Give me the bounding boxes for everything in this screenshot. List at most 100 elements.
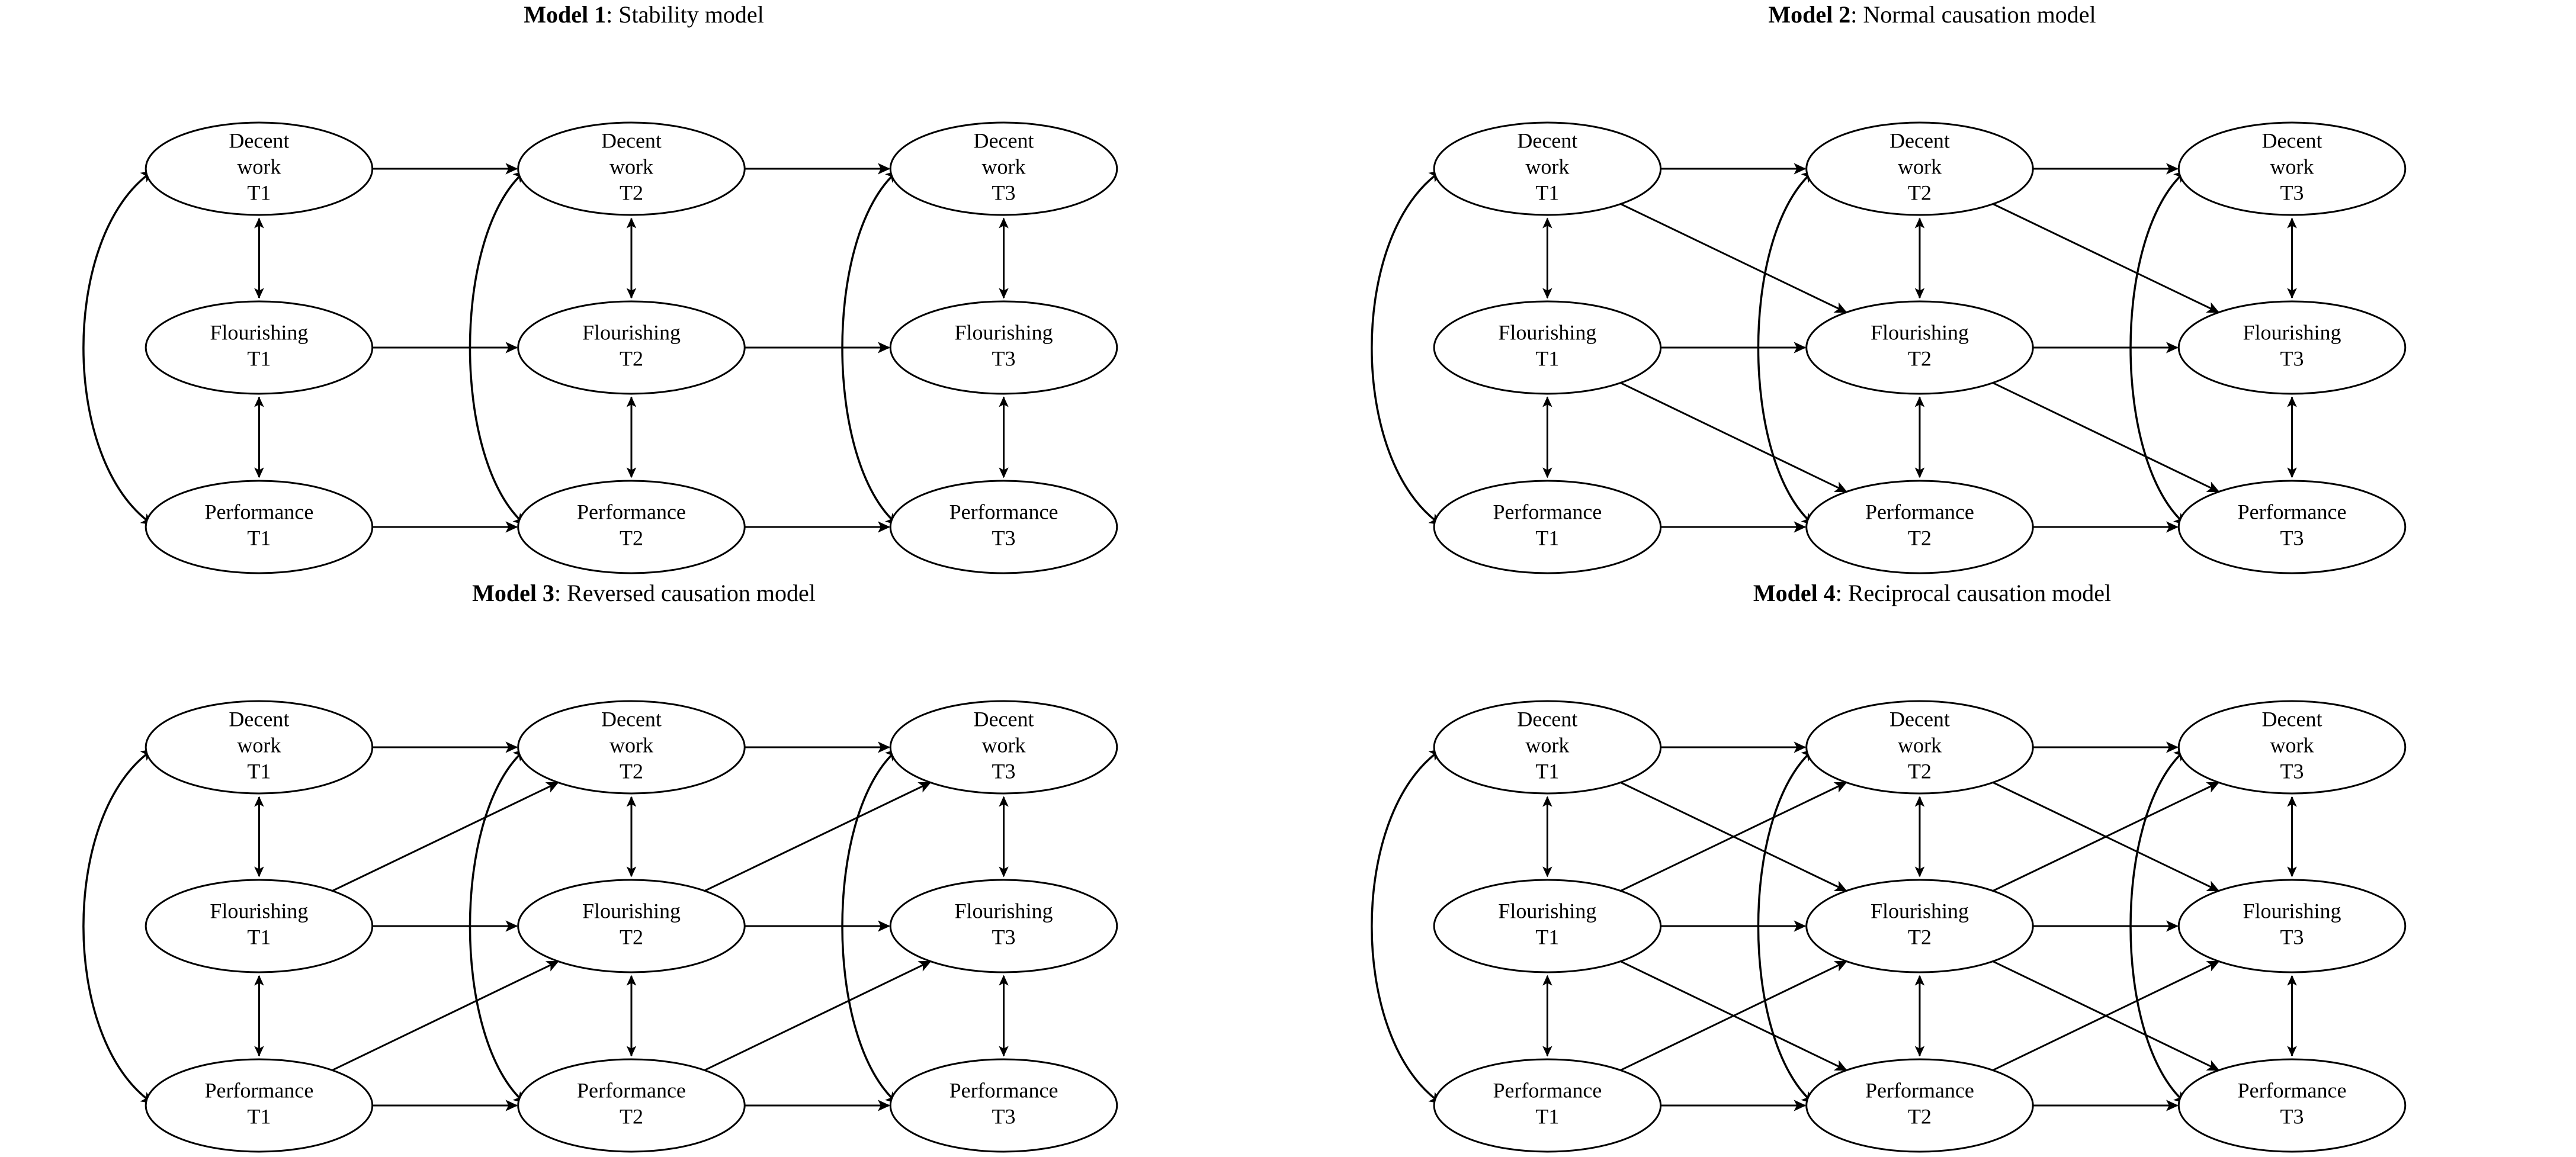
node-label-line: Flourishing [1498,320,1596,344]
node-label-line: Performance [1865,1078,1974,1102]
node-ellipse [1433,121,1662,216]
node-ellipse [1805,480,2034,574]
node-label-line: Flourishing [955,899,1053,923]
node-ellipse [1805,121,2034,216]
node-label-line: T1 [1535,759,1559,783]
cross-lagged-arrow-up [1620,782,1847,892]
node-ellipse [1433,300,1662,395]
node-ellipse [517,480,746,574]
node-label-line: work [237,733,281,757]
node-label-line: T3 [992,1104,1016,1128]
node-label-line: Flourishing [210,899,308,923]
node-ellipse [1433,480,1662,574]
node-label-line: Flourishing [2243,320,2341,344]
node-ellipse [1805,1058,2034,1153]
node-label-line: T1 [247,1104,271,1128]
node-label-line: T3 [2280,925,2304,949]
edge-layer [82,741,1009,1111]
node-label-line: T3 [992,925,1016,949]
node-label-line: work [982,733,1026,757]
node-ellipse [2177,300,2407,395]
node-label-line: work [1525,155,1569,178]
node-label-line: work [1525,733,1569,757]
node-label-line: T1 [247,759,271,783]
node-ellipse [889,121,1118,216]
node-label-line: T3 [2280,1104,2304,1128]
node-label-line: T1 [1535,925,1559,949]
node-ellipse [517,700,746,795]
node-ellipse [145,300,374,395]
cross-lagged-arrow-down [1992,382,2220,493]
cross-lagged-arrow-up [1993,782,2220,892]
node-label-line: T2 [620,346,643,370]
model-3-title: Model 3: Reversed causation model [0,580,1288,607]
node-label-line: T2 [620,181,643,204]
node-label-line: Flourishing [582,320,681,344]
node-label-line: T2 [1908,526,1932,549]
node-ellipse [1805,300,2034,395]
cross-lagged-arrow-up [1620,960,1847,1071]
cross-lagged-arrow-down [1993,203,2220,313]
node-label-line: Flourishing [1871,320,1969,344]
node-label-line: Performance [204,500,313,523]
node-label-line: Performance [577,500,686,523]
node-ellipse [1805,879,2034,973]
edge-layer [1371,163,2297,533]
correlation-arc-curve [1371,748,1442,1104]
cross-lagged-arrow-up [332,782,559,892]
node-ellipse [1433,1058,1662,1153]
node-ellipse [1805,700,2034,795]
node-label-line: Flourishing [582,899,681,923]
node-label-line: Performance [2238,500,2347,523]
node-label-line: T3 [2280,759,2304,783]
node-label-line: Decent [974,707,1034,731]
node-ellipse [2177,480,2407,574]
node-label-line: T2 [1908,346,1932,370]
node-ellipse [2177,121,2407,216]
node-ellipse [145,121,374,216]
cross-lagged-arrow-up [704,782,932,892]
model-title-text: : Stability model [606,1,764,28]
node-label-line: Performance [577,1078,686,1102]
model-title-text: : Reversed causation model [554,580,816,606]
node-label-line: work [609,155,653,178]
node-label-line: Flourishing [210,320,308,344]
node-label-line: work [237,155,281,178]
node-ellipse [2177,879,2407,973]
node-label-line: Performance [1865,500,1974,523]
node-label-line: T1 [247,346,271,370]
node-label-line: Decent [601,128,662,152]
cross-lagged-arrow-up [332,960,559,1071]
node-label-line: Decent [229,128,289,152]
node-label-line: Flourishing [1871,899,1969,923]
cross-lagged-arrow-down [1620,203,1847,313]
node-label-line: work [2270,733,2314,757]
model-2-diagram: DecentworkT1FlourishingT1PerformanceT1De… [1371,121,2407,574]
node-label-line: Performance [949,500,1058,523]
node-ellipse [145,879,374,973]
node-ellipse [889,480,1118,574]
node-label-line: T3 [992,759,1016,783]
